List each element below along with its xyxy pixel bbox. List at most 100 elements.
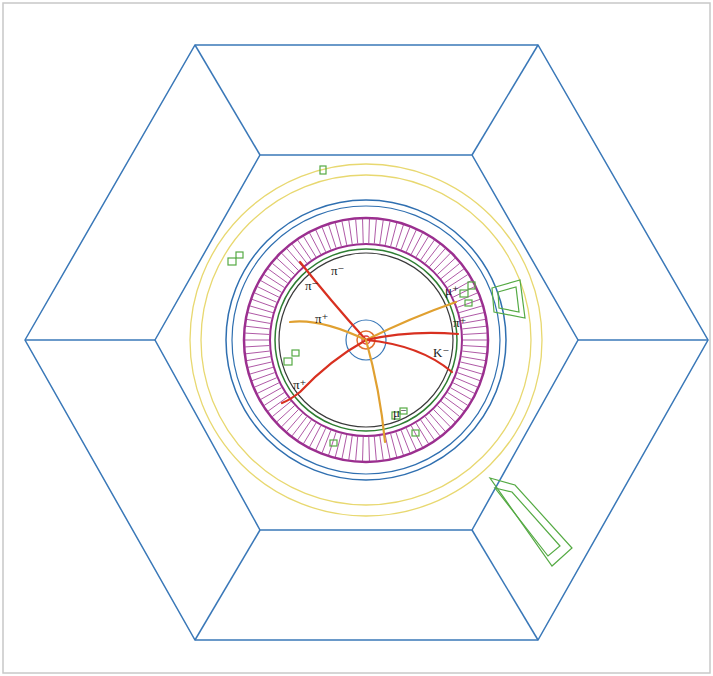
hatch-stroke: [310, 426, 321, 447]
hatch-stroke: [356, 219, 358, 243]
hatch-stroke: [444, 397, 463, 411]
hatch-stroke: [310, 233, 321, 254]
hatch-stroke: [437, 406, 455, 422]
particle-label: π⁻: [330, 264, 345, 277]
hatch-stroke: [246, 326, 270, 329]
hatch-stroke: [406, 230, 416, 252]
hatch-stroke: [250, 367, 273, 374]
particle-label: π⁻: [304, 279, 319, 292]
hatch-stroke: [416, 236, 428, 257]
hatch-stroke: [292, 417, 307, 436]
hatch-stroke: [342, 435, 347, 459]
hatch-stroke: [268, 397, 287, 411]
particle-label: π⁺: [314, 312, 329, 325]
hatch-stroke: [421, 420, 435, 440]
hatch-stroke: [462, 351, 486, 354]
hatch-stroke: [298, 420, 312, 440]
hatch-stroke: [349, 436, 352, 460]
hatch-stroke: [246, 351, 270, 354]
hatch-stroke: [391, 434, 397, 457]
hatch-stroke: [342, 221, 347, 245]
hatch-stroke: [434, 253, 451, 270]
hatch-stroke: [457, 373, 480, 381]
hatch-stroke: [437, 258, 455, 274]
hatch-stroke: [247, 357, 271, 361]
hatch-stroke: [374, 219, 376, 243]
hatch-stroke: [245, 340, 269, 341]
outer-hexagon: [25, 45, 708, 640]
particle-label: μ⁻: [392, 406, 408, 419]
hatch-stroke: [304, 423, 316, 444]
hatch-stroke: [459, 306, 482, 313]
hatch-stroke: [430, 413, 446, 431]
hatch-stroke: [252, 373, 275, 381]
hatch-stroke: [245, 346, 269, 347]
hatch-stroke: [385, 221, 390, 245]
detector-rings: [190, 164, 542, 516]
hatch-stroke: [248, 362, 271, 367]
hatch-stroke: [411, 426, 422, 447]
hatch-stroke: [329, 225, 336, 248]
hatch-stroke: [460, 362, 483, 367]
hatch-stroke: [441, 401, 460, 416]
hatch-stroke: [463, 333, 487, 334]
hatch-stroke: [272, 263, 291, 278]
hatch-stroke: [304, 236, 316, 257]
hatch-stroke: [448, 392, 468, 405]
frame: [3, 3, 710, 673]
hatch-stroke: [335, 223, 341, 246]
hatch-stroke: [411, 233, 422, 254]
hatch-stroke: [380, 436, 383, 460]
hatch-stroke: [261, 388, 282, 400]
hatch-stroke: [457, 299, 480, 307]
hatch-stroke: [255, 378, 277, 387]
hatch-stroke: [425, 417, 440, 436]
hatch-stroke: [368, 437, 370, 461]
hatch-stroke: [391, 223, 397, 246]
hatch-stroke: [252, 299, 275, 307]
hatch-stroke: [425, 244, 440, 263]
hatch-stroke: [434, 410, 451, 427]
hatch-stroke: [349, 220, 352, 244]
hatch-stroke: [248, 313, 271, 318]
hatch-stroke: [396, 225, 403, 248]
hatch-stroke: [385, 435, 390, 459]
hatch-stroke: [250, 306, 273, 313]
hatch-stroke: [453, 383, 475, 394]
hatch-stroke: [463, 346, 487, 347]
hatch-stroke: [287, 249, 303, 267]
hatch-stroke: [277, 258, 295, 274]
hatch-stroke: [322, 227, 331, 249]
hatch-stroke: [316, 428, 326, 450]
hatch-stroke: [362, 219, 364, 243]
hatch-stroke: [287, 413, 303, 431]
hatch-stroke: [245, 333, 269, 334]
hatch-stroke: [356, 437, 358, 461]
hatch-stroke: [368, 219, 370, 243]
hatch-stroke: [416, 423, 428, 444]
hatch-stroke: [444, 269, 463, 283]
hatch-stroke: [441, 263, 460, 278]
hatch-stroke: [430, 249, 446, 267]
hatch-stroke: [463, 340, 487, 341]
hatch-stroke: [459, 367, 482, 374]
hatch-stroke: [462, 357, 486, 361]
hatch-stroke: [282, 253, 299, 270]
hatch-stroke: [277, 406, 295, 422]
hatch-stroke: [374, 437, 376, 461]
particle-tracks: [282, 262, 458, 442]
hatch-stroke: [264, 275, 284, 288]
particle-label: π⁺: [452, 316, 467, 329]
hatch-stroke: [380, 220, 383, 244]
particle-label: μ⁺: [444, 284, 460, 297]
particle-label: K⁻: [432, 346, 450, 359]
hatch-stroke: [261, 281, 282, 293]
hatch-stroke: [292, 244, 307, 263]
hatch-stroke: [329, 432, 336, 455]
hatch-stroke: [450, 388, 471, 400]
hatch-stroke: [396, 432, 403, 455]
hatch-stroke: [362, 437, 364, 461]
hatch-stroke: [257, 287, 279, 298]
